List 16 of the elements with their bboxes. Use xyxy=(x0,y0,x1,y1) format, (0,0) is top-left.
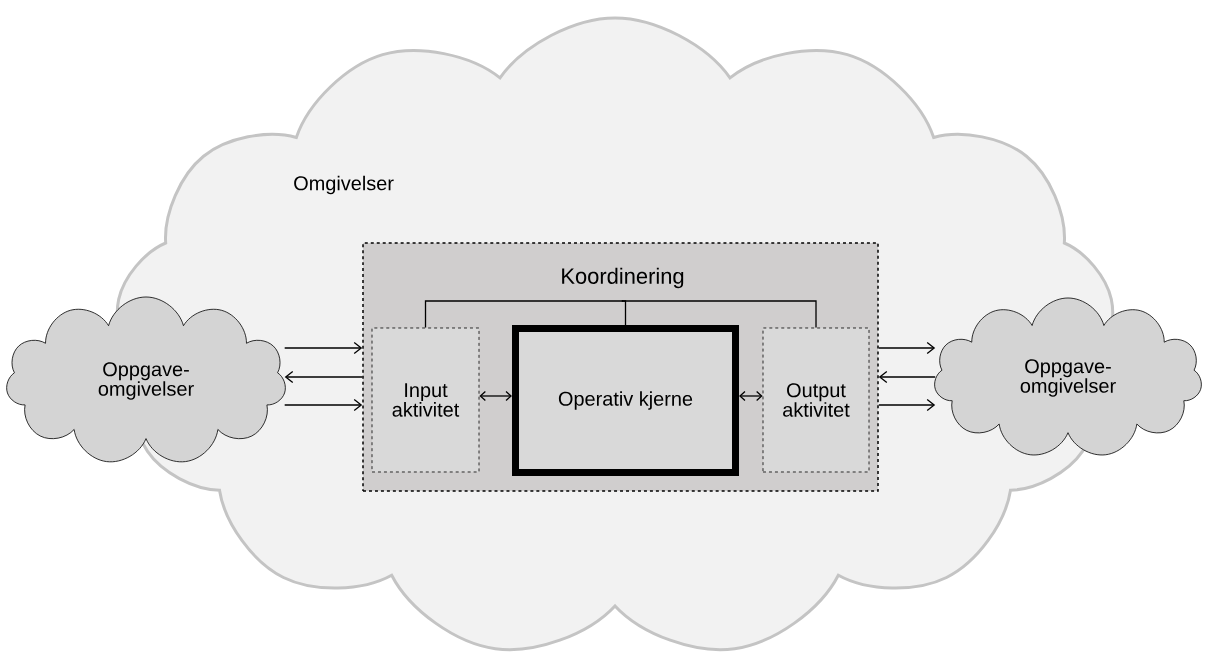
process-box: Operativ kjerne xyxy=(512,325,739,476)
arrow xyxy=(878,398,936,412)
arrow xyxy=(284,341,363,355)
arrow xyxy=(284,398,363,412)
arrow xyxy=(878,370,936,384)
heading: Koordinering xyxy=(562,267,684,289)
cloud: Oppgave- omgivelser xyxy=(6,296,286,463)
connector-line xyxy=(424,299,624,329)
arrow xyxy=(739,390,763,402)
cloud: Oppgave- omgivelser xyxy=(934,297,1202,456)
arrow xyxy=(479,390,512,402)
dashed-box: Input aktivitet xyxy=(371,327,480,473)
arrow xyxy=(284,370,363,384)
arrow xyxy=(878,341,936,355)
connector-line xyxy=(621,299,817,329)
dashed-box: Output aktivitet xyxy=(762,327,870,473)
